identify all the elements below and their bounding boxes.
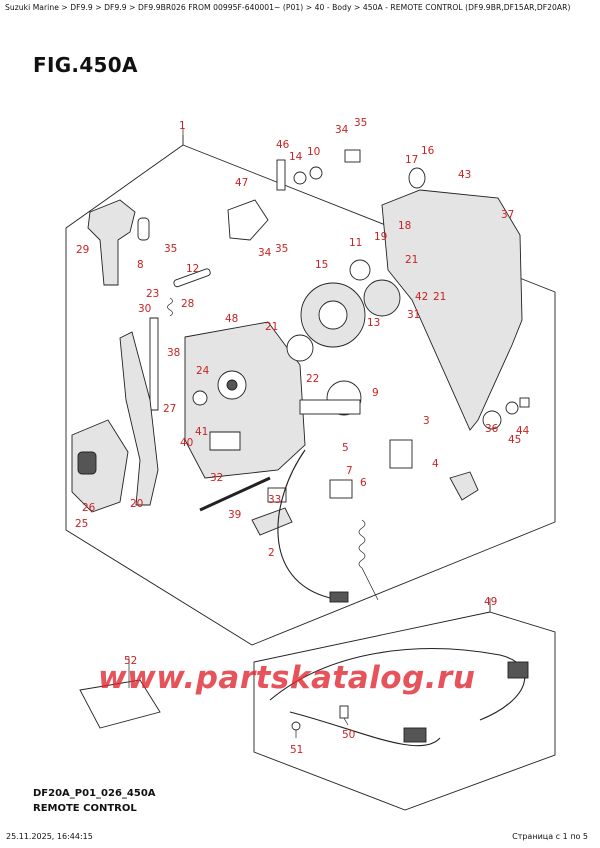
part-label: 33: [268, 494, 281, 506]
part-label: 24: [196, 365, 210, 377]
part-label: 30: [138, 303, 151, 315]
part-label: 48: [225, 313, 238, 325]
part-label: 38: [167, 347, 180, 359]
timestamp: 25.11.2025, 16:44:15: [6, 832, 93, 841]
part-label: 11: [349, 237, 362, 249]
part-label: 34: [335, 124, 349, 136]
part-label: 3: [423, 415, 430, 427]
part-label: 25: [75, 518, 88, 530]
part-label: 10: [307, 146, 320, 158]
part-label: 40: [180, 437, 193, 449]
part-label: 14: [289, 151, 303, 163]
part-label: 35: [275, 243, 288, 255]
figure-title: FIG.450A: [33, 53, 138, 77]
part-label: 6: [360, 477, 367, 489]
part-label: 7: [346, 465, 353, 477]
part-label: 4: [432, 458, 439, 470]
part-label: 21: [433, 291, 446, 303]
part-label: 35: [164, 243, 177, 255]
part-label: 21: [405, 254, 418, 266]
part-label: 46: [276, 139, 290, 151]
part-label: 51: [290, 744, 303, 756]
part-labels: 1 2 3 4 5 6 7 8 9 10 11 12 13 14 15 16 1…: [75, 117, 530, 756]
part-label: 19: [374, 231, 387, 243]
part-label: 44: [516, 425, 530, 437]
part-label: 43: [458, 169, 471, 181]
part-label: 28: [181, 298, 194, 310]
part-label: 21: [265, 321, 278, 333]
part-label: 18: [398, 220, 411, 232]
part-label: 37: [501, 209, 514, 221]
part-label: 22: [306, 373, 319, 385]
part-label: 39: [228, 509, 241, 521]
part-label: 45: [508, 434, 521, 446]
part-label: 26: [82, 502, 96, 514]
part-label: 23: [146, 288, 159, 300]
part-label: 36: [485, 423, 499, 435]
part-label: 50: [342, 729, 355, 741]
part-label: 12: [186, 263, 199, 275]
page-count: Страница с 1 по 5: [512, 832, 588, 841]
part-label: 41: [195, 426, 208, 438]
part-label: 9: [372, 387, 379, 399]
part-label: 29: [76, 244, 89, 256]
part-label: 20: [130, 498, 143, 510]
part-label: 49: [484, 596, 497, 608]
part-label: 35: [354, 117, 367, 129]
part-label: 5: [342, 442, 349, 454]
part-label: 15: [315, 259, 328, 271]
part-label: 34: [258, 247, 272, 259]
part-label: 2: [268, 547, 275, 559]
figure-code: DF20A_P01_026_450A: [33, 788, 156, 799]
part-label: 27: [163, 403, 176, 415]
part-label: 52: [124, 655, 137, 667]
part-label: 47: [235, 177, 248, 189]
part-label: 1: [179, 120, 186, 132]
watermark: www.partskatalog.ru: [98, 660, 476, 696]
part-label: 13: [367, 317, 380, 329]
part-label: 31: [407, 309, 420, 321]
breadcrumb: Suzuki Marine > DF9.9 > DF9.9 > DF9.9BR0…: [5, 3, 571, 12]
part-label: 42: [415, 291, 428, 303]
part-label: 17: [405, 154, 418, 166]
part-label: 32: [210, 472, 223, 484]
part-label: 16: [421, 145, 435, 157]
figure-name: REMOTE CONTROL: [33, 803, 137, 814]
part-label: 8: [137, 259, 144, 271]
